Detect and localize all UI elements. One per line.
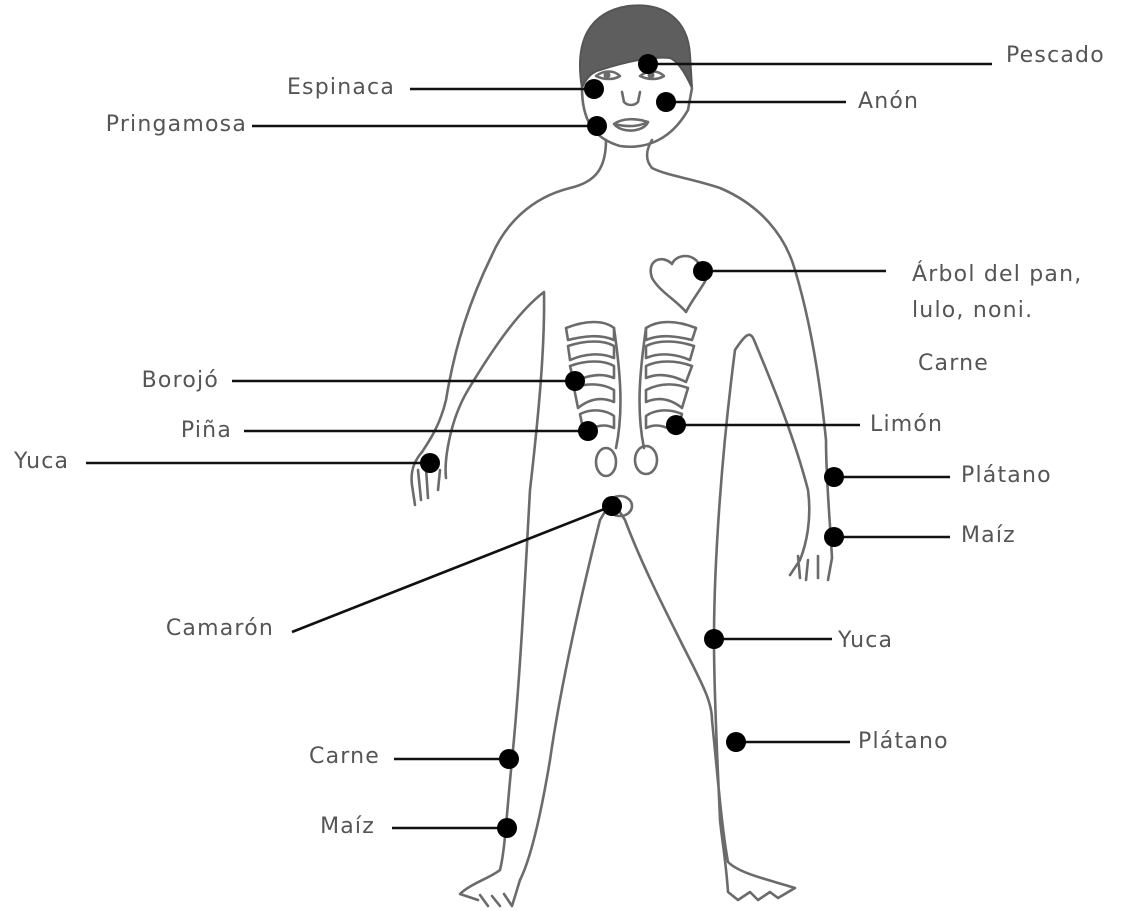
dot-limon [666,415,686,435]
label-platano-leg: Plátano [858,726,949,758]
dot-pina [578,421,598,441]
label-arbol-line2: lulo, noni. [912,295,1033,327]
dot-platano-leg [726,732,746,752]
label-maiz-hand: Maíz [961,520,1016,552]
label-espinaca: Espinaca [287,72,395,104]
dot-yuca-leg [704,629,724,649]
dot-maiz-hand [824,527,844,547]
label-anon: Anón [858,86,919,118]
label-yuca-left: Yuca [14,446,69,478]
dot-arbol [693,261,713,281]
label-limon: Limón [870,409,943,441]
body-silhouette [412,140,832,906]
label-pescado: Pescado [1006,40,1105,72]
right-kidney [635,446,657,474]
label-pina: Piña [181,415,232,447]
dot-pringamosa [587,116,607,136]
mouth [614,119,648,130]
dot-borojo [565,371,585,391]
label-platano-arm: Plátano [961,460,1052,492]
label-camaron: Camarón [166,613,274,645]
dot-maiz-leg [497,818,517,838]
label-carne-right: Carne [918,348,989,380]
label-carne-leg: Carne [309,741,380,773]
leader-camaron [292,506,612,632]
marker-dots [420,54,844,838]
body-outline [412,5,832,906]
dot-espinaca [584,79,604,99]
label-yuca-leg: Yuca [838,625,893,657]
dot-camaron [602,496,622,516]
dot-anon [656,92,676,112]
left-kidney [596,448,616,476]
dot-carne-leg [499,749,519,769]
dot-platano-arm [824,467,844,487]
label-borojo: Borojó [142,365,219,397]
label-maiz-leg: Maíz [320,811,375,843]
dot-yuca-left [420,453,440,473]
nose [622,92,640,105]
dot-pescado [638,54,658,74]
label-arbol-line1: Árbol del pan, [912,259,1082,291]
label-pringamosa: Pringamosa [106,109,247,141]
